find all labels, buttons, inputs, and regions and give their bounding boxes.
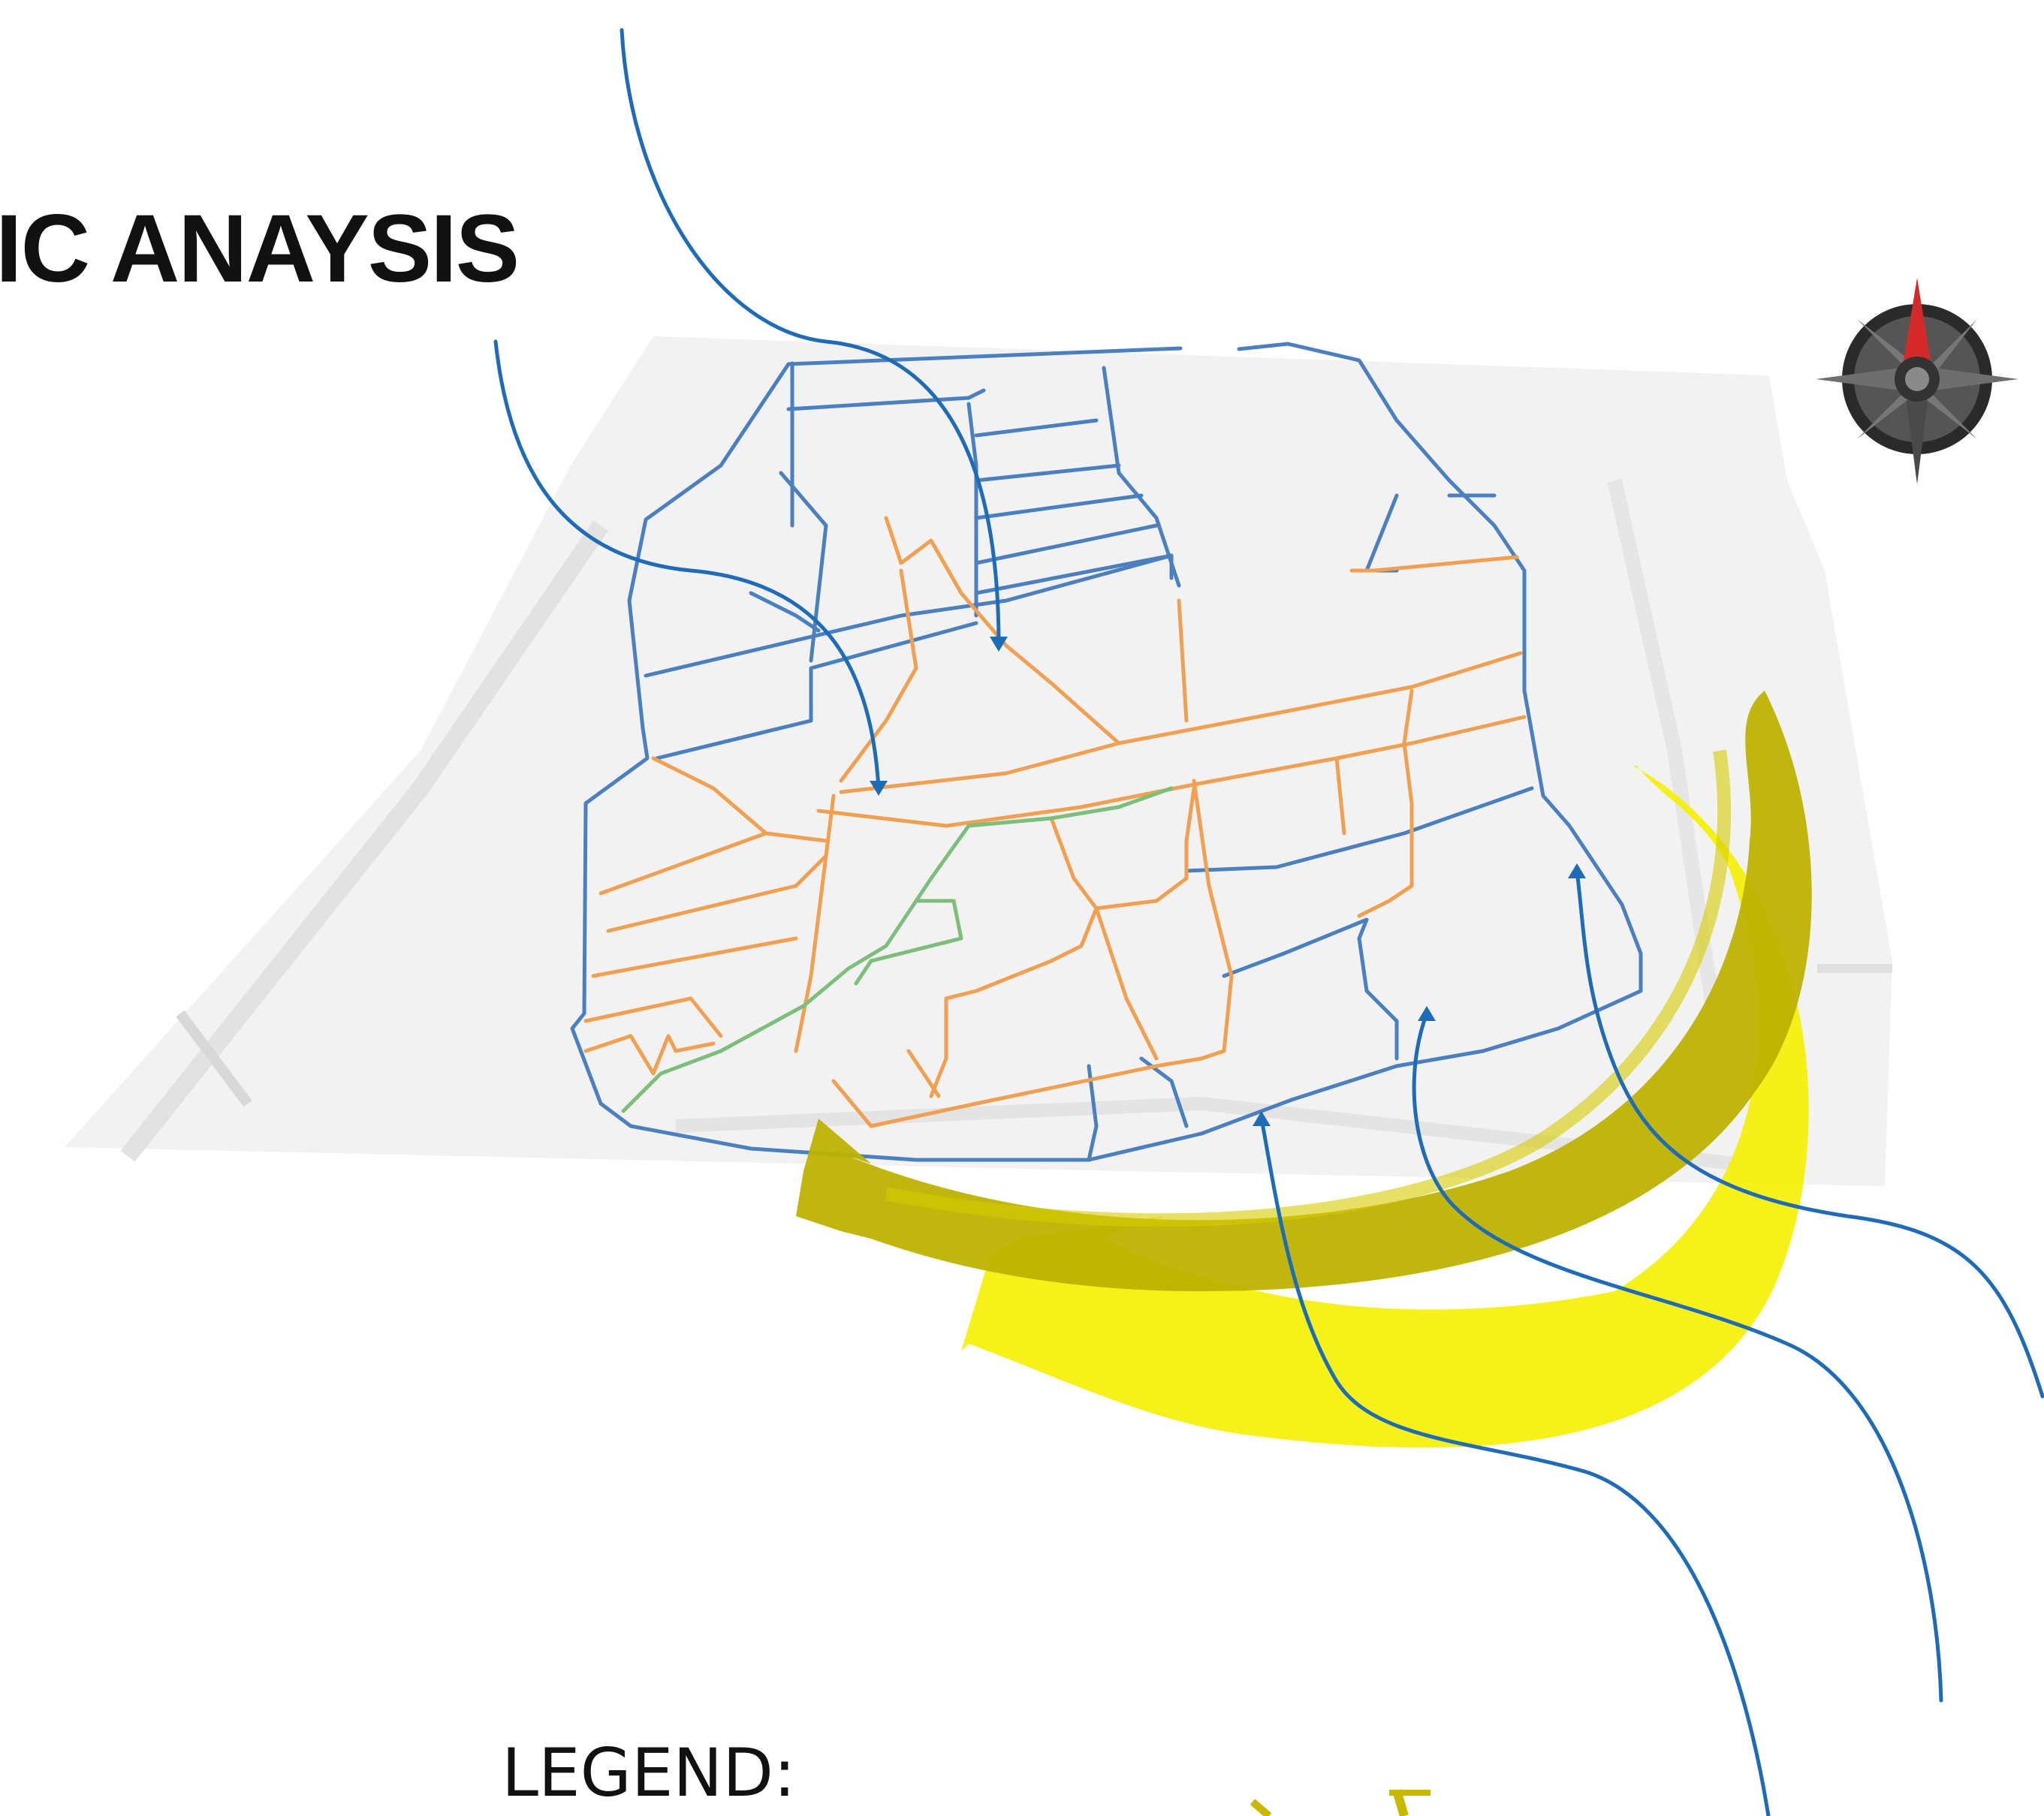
blue-street-j <box>779 471 828 663</box>
orange-street-j <box>591 936 798 978</box>
orange-street-h <box>598 831 768 896</box>
orange-street-m <box>929 816 1099 1098</box>
orange-street-q <box>1334 756 1346 836</box>
orange-street-e <box>1177 598 1189 723</box>
blue-street-p <box>1222 917 1399 1061</box>
orange-street-p <box>1192 779 1234 1061</box>
sun-path-arrow-dark-highlight <box>885 749 1732 1227</box>
wind-arrow-south-3 <box>1575 869 2044 1399</box>
compass-point-south <box>1904 379 1931 484</box>
green-path-c <box>854 899 963 986</box>
compass-needle-north <box>1901 278 1934 379</box>
compass-point-west <box>1816 366 1917 393</box>
orange-street-k <box>583 996 723 1038</box>
blue-street-f <box>974 463 1121 483</box>
orange-street-l <box>583 1034 716 1076</box>
wind-arrows <box>493 28 2044 1816</box>
page-title: IC ANAYSIS <box>0 195 520 303</box>
site-boundary <box>570 342 1643 1162</box>
legend-label: LEGEND: <box>502 1734 796 1811</box>
base-map-road-1 <box>120 520 608 1162</box>
wind-arrowhead-2 <box>870 781 888 796</box>
secondary-streets <box>583 516 1527 1128</box>
orange-street-o <box>1094 786 1196 911</box>
wind-arrowhead-4 <box>1418 1006 1436 1021</box>
blue-street-g <box>974 493 1144 520</box>
compass-point-diag-4 <box>1910 387 1977 439</box>
orange-street-b <box>884 516 1121 745</box>
orange-street-t <box>906 1049 941 1098</box>
orange-main-avenue <box>839 651 1523 794</box>
base-map-road-4 <box>176 1010 252 1107</box>
wind-arrow-south-2 <box>1412 1011 1943 1703</box>
blue-street-c <box>966 402 978 618</box>
blue-street-q <box>1087 1064 1099 1162</box>
orange-street-f <box>651 756 828 843</box>
orange-street-s <box>831 1056 1204 1128</box>
orange-street-i <box>606 854 828 933</box>
blue-street-i <box>974 553 1174 595</box>
compass-point-diag-3 <box>1857 387 1925 439</box>
wind-arrow-north-1 <box>620 28 1001 648</box>
base-map <box>65 336 1892 1186</box>
compass-point-diag-2 <box>1925 319 1977 387</box>
orange-street-d <box>1349 555 1519 573</box>
wind-arrowhead-5 <box>1568 863 1586 878</box>
sun-path-arrows <box>796 691 1812 1448</box>
compass-hub-center <box>1905 367 1929 391</box>
compass-rose-icon <box>1816 278 2018 484</box>
blue-street-k <box>644 553 1174 678</box>
green-path-a <box>966 786 1174 828</box>
blue-street-m <box>655 621 978 760</box>
base-map-plate <box>65 336 1892 1186</box>
blue-street-h <box>974 523 1159 565</box>
green-path-b <box>621 824 971 1113</box>
blue-street-l <box>749 591 821 633</box>
wind-arrow-south-1 <box>1259 1116 1771 1816</box>
legend-swatch-mark-1 <box>1250 1799 1272 1816</box>
orange-street-c <box>839 568 918 783</box>
compass-point-east <box>1917 366 2018 393</box>
legend-swatches-partial <box>1250 1789 1430 1816</box>
wind-arrowhead-3 <box>1253 1111 1271 1126</box>
orange-street-n <box>1094 906 1159 1061</box>
blue-street-b <box>786 388 986 411</box>
wind-arrowhead-1 <box>990 637 1008 652</box>
sun-path-arrow-dark <box>796 691 1812 1291</box>
blue-street-e <box>974 418 1099 438</box>
wind-arrow-north-2 <box>493 339 881 791</box>
orange-street-r <box>1357 688 1414 918</box>
pedestrian-paths <box>621 786 1174 1113</box>
blue-street-o <box>1184 786 1534 873</box>
